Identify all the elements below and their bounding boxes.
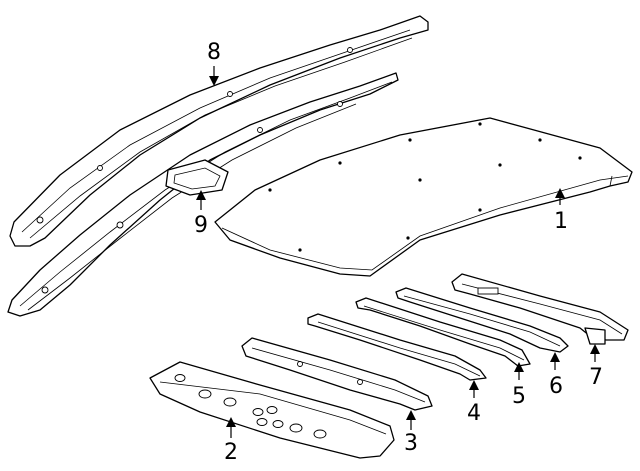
- part-6-roof-bow: [395, 287, 569, 353]
- leader-5: [514, 362, 524, 380]
- leader-6: [550, 352, 560, 370]
- leader-8: [209, 66, 219, 86]
- part-3-roof-bow-front: [241, 337, 433, 411]
- leader-1: [555, 188, 565, 205]
- callout-7: 7: [589, 365, 603, 390]
- callout-2: 2: [224, 440, 238, 465]
- callout-8: 8: [207, 40, 221, 65]
- leader-3: [406, 410, 416, 430]
- part-7-rear-roof-bow: [451, 273, 629, 345]
- part-4-roof-bow: [307, 313, 487, 381]
- part-9-roof-side-rail-inner: [7, 72, 399, 317]
- callout-4: 4: [467, 401, 481, 426]
- callout-3: 3: [404, 431, 418, 456]
- part-8-roof-side-rail-outer: [9, 15, 429, 247]
- callout-9: 9: [194, 213, 208, 238]
- part-1-roof-panel: [214, 117, 633, 277]
- leader-7: [590, 344, 600, 362]
- part-2-windshield-header: [149, 361, 395, 459]
- callout-5: 5: [512, 384, 526, 409]
- callout-6: 6: [549, 374, 563, 399]
- callout-1: 1: [554, 209, 568, 234]
- leader-4: [469, 380, 479, 398]
- leader-2: [226, 417, 236, 438]
- leader-9: [196, 190, 206, 210]
